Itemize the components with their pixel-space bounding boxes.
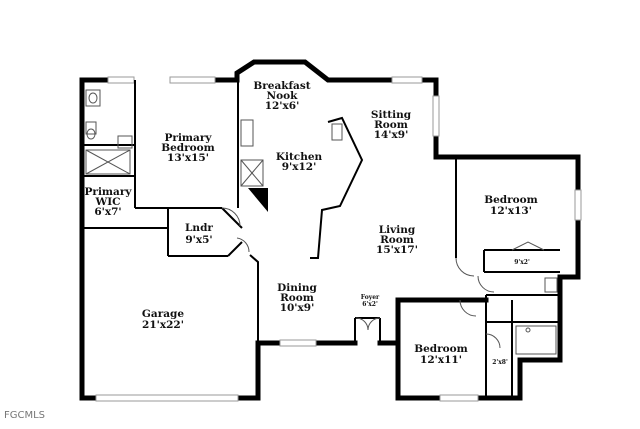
primary-bedroom-dims: 13'x15': [167, 152, 209, 164]
room-label-primary-wic: Primary WIC 6'x7': [85, 186, 133, 218]
dining-room-dims: 10'x9': [280, 302, 315, 314]
kitchen-dims: 9'x12': [282, 161, 317, 173]
primary-wic-name-1: Primary: [85, 186, 133, 198]
living-room-dims: 15'x17': [376, 244, 418, 256]
primary-wic-name-2: WIC: [94, 196, 120, 208]
primary-bedroom-name-1: Primary: [165, 132, 213, 144]
room-label-foyer: Foyer 6'x2': [361, 294, 380, 308]
windows: [95, 76, 582, 402]
room-label-primary-bedroom: Primary Bedroom 13'x15': [161, 132, 215, 164]
garage-dims: 21'x22': [142, 319, 184, 331]
living-room-name-1: Living: [379, 224, 416, 236]
primary-wic-dims: 6'x7': [94, 206, 121, 218]
sitting-room-name-2: Room: [374, 119, 408, 131]
doors: [221, 207, 545, 349]
primary-bedroom-name-2: Bedroom: [161, 142, 215, 154]
room-label-bedroom-ne: Bedroom 12'x13': [484, 194, 538, 217]
closet-9x2-dims: 9'x2': [514, 259, 530, 266]
foyer-name: Foyer: [361, 294, 380, 301]
living-room-name-2: Room: [380, 234, 414, 246]
interior-walls: [82, 80, 560, 398]
breakfast-nook-name-1: Breakfast: [253, 80, 310, 92]
laundry-dims: 9'x5': [185, 234, 212, 246]
fixtures: [85, 89, 558, 355]
bedroom-se-dims: 12'x11': [420, 354, 462, 366]
sitting-room-name-1: Sitting: [371, 109, 412, 121]
room-label-sitting-room: Sitting Room 14'x9': [371, 109, 412, 141]
garage-name: Garage: [142, 308, 184, 320]
breakfast-nook-name-2: Nook: [267, 90, 299, 102]
bedroom-se-name: Bedroom: [414, 343, 468, 355]
dining-room-name-2: Room: [280, 292, 314, 304]
sitting-room-dims: 14'x9': [374, 129, 409, 141]
breakfast-nook-dims: 12'x6': [265, 100, 300, 112]
dining-room-name-1: Dining: [277, 282, 317, 294]
room-label-kitchen: Kitchen 9'x12': [276, 151, 323, 173]
foyer-dims: 6'x2': [362, 301, 378, 308]
room-label-dining-room: Dining Room 10'x9': [277, 282, 317, 314]
exterior-walls: [79, 59, 581, 401]
laundry-name: Lndr: [185, 222, 213, 234]
room-label-garage: Garage 21'x22': [142, 308, 184, 331]
room-label-living-room: Living Room 15'x17': [376, 224, 418, 256]
room-label-laundry: Lndr 9'x5': [185, 222, 213, 246]
watermark: FGCMLS: [4, 410, 45, 421]
bedroom-ne-name: Bedroom: [484, 194, 538, 206]
kitchen-name: Kitchen: [276, 151, 323, 163]
bedroom-ne-dims: 12'x13': [490, 205, 532, 217]
room-label-breakfast-nook: Breakfast Nook 12'x6': [253, 80, 310, 112]
closet-2x8-dims: 2'x8': [492, 359, 508, 366]
room-label-bedroom-se: Bedroom 12'x11': [414, 343, 468, 366]
